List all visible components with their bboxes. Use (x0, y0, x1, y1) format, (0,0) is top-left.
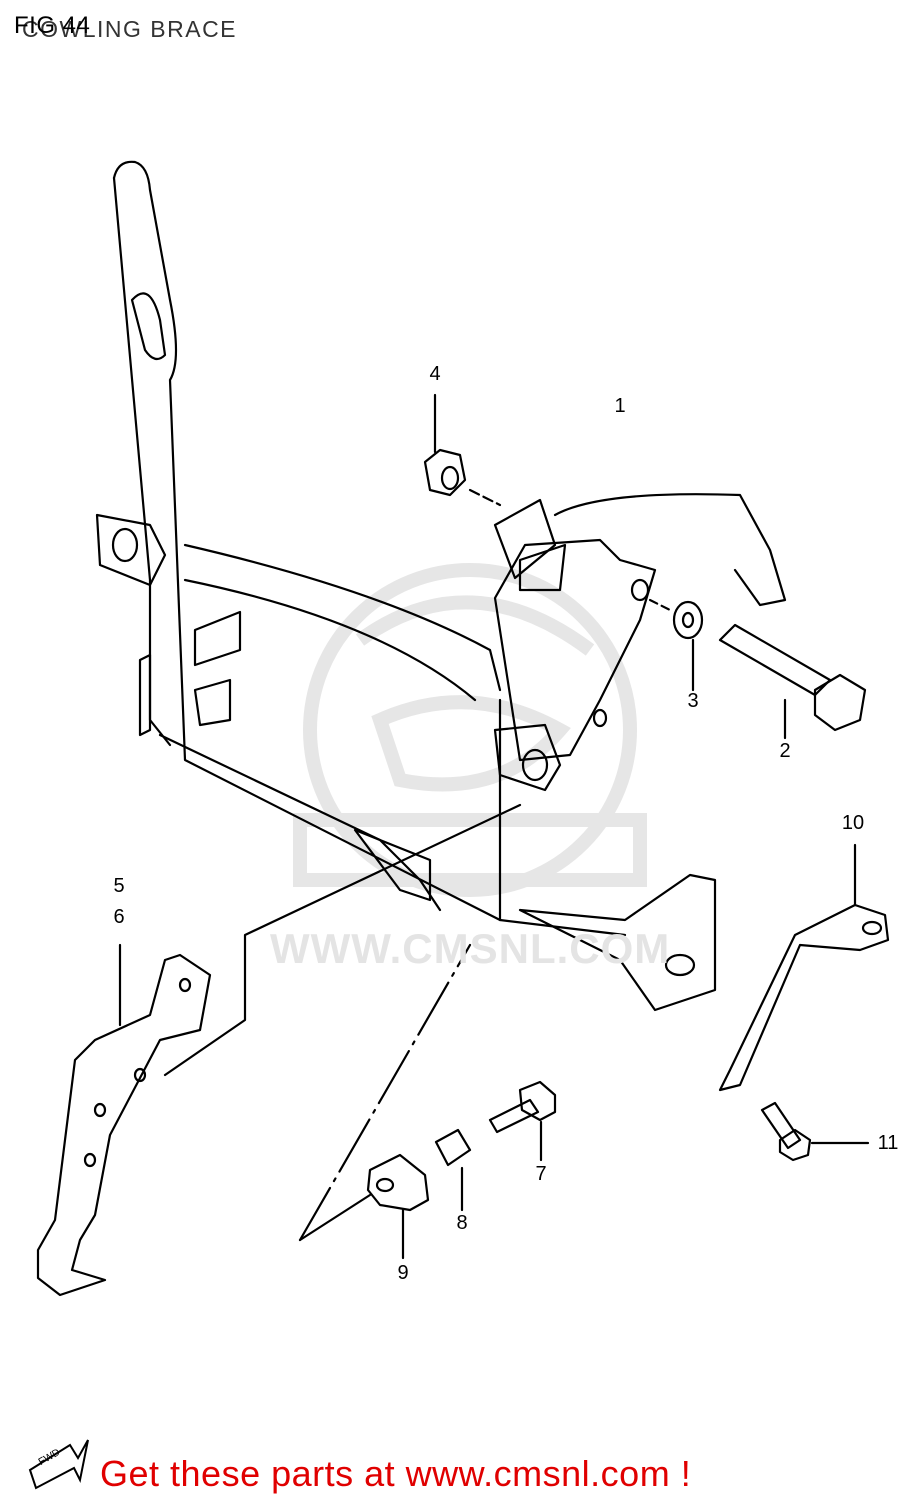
fwd-badge: FWD (24, 1436, 84, 1486)
callout-10[interactable]: 10 (841, 812, 865, 834)
watermark-logo (293, 563, 647, 897)
callout-1[interactable]: 1 (614, 395, 626, 417)
part-10-bracket (718, 843, 890, 1092)
callout-4[interactable]: 4 (429, 363, 441, 385)
fwd-label: FWD (36, 1447, 63, 1468)
callout-6[interactable]: 6 (113, 906, 125, 928)
promo-link[interactable]: Get these parts at www.cmsnl.com ! (100, 1453, 692, 1494)
fwd-arrow-icon (28, 1439, 89, 1490)
callout-2[interactable]: 2 (779, 740, 791, 762)
callout-3[interactable]: 3 (687, 690, 699, 712)
part-7-bolt (488, 1080, 557, 1162)
part-5-6-stay (36, 803, 522, 1297)
figure-number: FIG 44 (14, 12, 91, 39)
callout-5[interactable]: 5 (113, 875, 125, 897)
callout-8[interactable]: 8 (456, 1212, 468, 1234)
callout-11[interactable]: 11 (877, 1132, 899, 1154)
part-3-washer (648, 598, 704, 692)
part-11-screw (760, 1101, 870, 1162)
figure-title: COWLING BRACE (22, 16, 238, 42)
watermark-url: WWW.CMSNL.COM (270, 925, 671, 972)
part-4-nut (423, 393, 502, 507)
main-cowling-brace (95, 160, 787, 1012)
callout-7[interactable]: 7 (535, 1163, 547, 1185)
callout-9[interactable]: 9 (397, 1262, 409, 1284)
part-2-bolt (718, 623, 867, 740)
part-8-collar (434, 1128, 472, 1212)
part-9-grommet (298, 943, 472, 1260)
